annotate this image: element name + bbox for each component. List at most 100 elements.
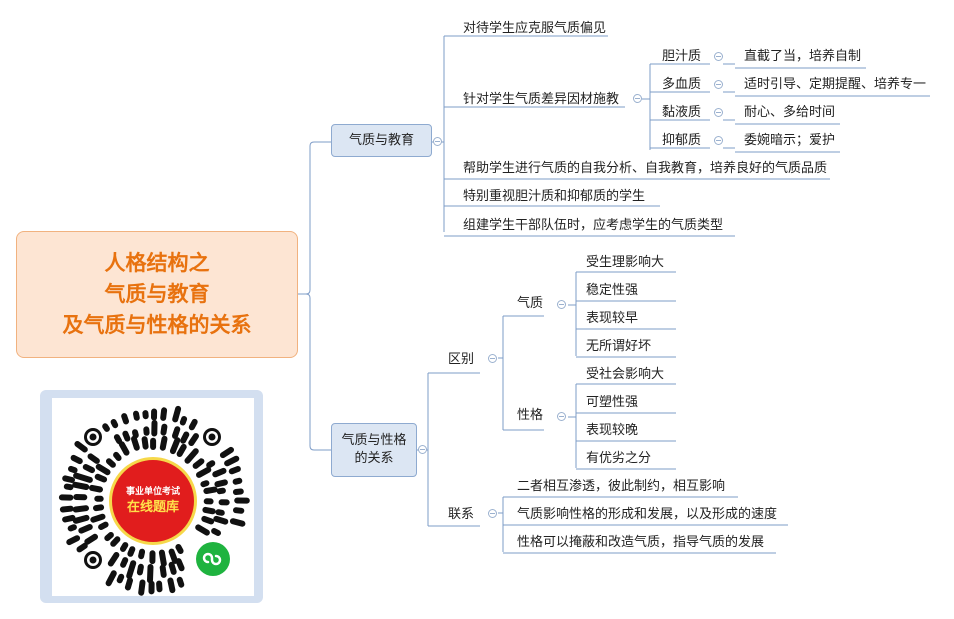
qr-code-dash	[167, 577, 176, 594]
qr-code-dash	[232, 488, 244, 495]
qr-code-dash	[59, 505, 74, 513]
qr-code-dash	[121, 413, 129, 425]
qr-code-dash	[62, 514, 76, 523]
qr-code-dash	[107, 552, 120, 567]
qr-code-dash	[160, 407, 168, 421]
qr-code-dash	[76, 542, 88, 553]
node-type-sanguine[interactable]: 多血质	[662, 77, 702, 92]
node-method-sanguine[interactable]: 适时引导、定期提醒、培养专一	[744, 77, 927, 92]
qr-code-dash	[233, 507, 245, 514]
node-student-cadre[interactable]: 组建学生干部队伍时，应考虑学生的气质类型	[463, 218, 724, 233]
qr-code-dash	[102, 423, 110, 432]
qr-code-dash	[228, 466, 241, 475]
qr-code-dash	[184, 448, 199, 464]
wechat-miniprogram-icon	[196, 542, 230, 576]
collapse-toggle-icon[interactable]	[714, 52, 723, 61]
qr-code-dash	[62, 475, 75, 483]
qr-center-badge: 事业单位考试 在线题库	[109, 457, 197, 545]
collapse-toggle-icon[interactable]	[488, 509, 497, 518]
qr-code-dash	[90, 513, 106, 523]
qr-code-dash	[104, 532, 114, 542]
qr-code-dash	[179, 416, 188, 426]
qr-code-dash	[126, 560, 137, 579]
collapse-toggle-icon[interactable]	[633, 94, 642, 103]
qr-code-dash	[188, 433, 199, 446]
collapse-toggle-icon[interactable]	[488, 354, 497, 363]
node-connection-point-1[interactable]: 二者相互渗透，彼此制约，相互影响	[517, 479, 726, 494]
qr-code-dash	[66, 535, 81, 546]
root-topic[interactable]: 人格结构之 气质与教育 及气质与性格的关系	[16, 231, 298, 358]
node-connection-point-3[interactable]: 性格可以掩蔽和改造气质，指导气质的发展	[517, 535, 765, 550]
branch-temperament-character[interactable]: 气质与性格的关系	[331, 423, 417, 477]
qr-code-dash	[215, 509, 225, 516]
node-method-melancholic[interactable]: 委婉暗示；爱护	[744, 133, 836, 148]
qr-code-dash	[175, 558, 185, 572]
qr-code-dash	[110, 419, 119, 429]
qr-code-dash	[147, 564, 154, 584]
node-type-choleric[interactable]: 胆汁质	[662, 49, 702, 64]
node-special-attention[interactable]: 特别重视胆汁质和抑郁质的学生	[463, 189, 646, 204]
qr-code-dash	[172, 426, 181, 439]
qr-code-dash	[232, 477, 243, 485]
node-type-melancholic[interactable]: 抑郁质	[662, 133, 702, 148]
collapse-toggle-icon[interactable]	[433, 137, 442, 146]
branch-temperament-education[interactable]: 气质与教育	[331, 124, 432, 157]
node-connection[interactable]: 联系	[448, 507, 475, 522]
qr-code-dash	[203, 486, 218, 494]
node-temperament-point-4[interactable]: 无所谓好坏	[586, 339, 652, 354]
collapse-toggle-icon[interactable]	[714, 136, 723, 145]
qr-code-dash	[136, 563, 144, 576]
qr-code-dash	[118, 441, 130, 456]
qr-code-dash	[120, 542, 129, 552]
collapse-toggle-icon[interactable]	[418, 445, 427, 454]
branch-temperament-education-label: 气质与教育	[348, 132, 414, 148]
qr-code-dash	[131, 435, 140, 451]
node-temperament[interactable]: 气质	[517, 296, 544, 311]
collapse-toggle-icon[interactable]	[714, 108, 723, 117]
qr-code-dash	[168, 561, 177, 575]
qr-code-dash	[74, 441, 88, 453]
qr-code-dash	[216, 487, 226, 495]
node-connection-point-2[interactable]: 气质影响性格的形成和发展，以及形成的速度	[517, 507, 778, 522]
qr-badge-line-1: 事业单位考试	[125, 487, 180, 497]
qr-code-dash	[110, 536, 121, 547]
qr-code-dash	[98, 521, 109, 530]
qr-code-dash	[67, 524, 77, 532]
collapse-toggle-icon[interactable]	[714, 80, 723, 89]
node-temperament-point-1[interactable]: 受生理影响大	[586, 255, 665, 270]
qr-code-dash	[141, 436, 149, 450]
node-character-point-3[interactable]: 表现较晚	[586, 423, 639, 438]
node-character-point-2[interactable]: 可塑性强	[586, 395, 639, 410]
node-temperament-point-2[interactable]: 稳定性强	[586, 283, 639, 298]
qr-code-dash	[229, 518, 246, 527]
node-character-point-4[interactable]: 有优劣之分	[586, 451, 652, 466]
collapse-toggle-icon[interactable]	[557, 300, 566, 309]
qr-code-dash	[168, 548, 178, 564]
qr-code-dash	[192, 458, 205, 469]
node-overcome-bias[interactable]: 对待学生应克服气质偏见	[463, 21, 607, 36]
qr-code-dash	[70, 454, 83, 465]
root-title-line-1: 人格结构之	[104, 251, 210, 275]
qr-code-dash	[219, 446, 234, 459]
qr-code-dash	[224, 455, 240, 467]
node-character[interactable]: 性格	[517, 408, 544, 423]
node-type-phlegmatic[interactable]: 黏液质	[662, 105, 702, 120]
collapse-toggle-icon[interactable]	[557, 412, 566, 421]
qr-code-dash	[120, 557, 129, 568]
node-method-phlegmatic[interactable]: 耐心、多给时间	[744, 105, 836, 120]
node-character-point-1[interactable]: 受社会影响大	[586, 367, 665, 382]
node-method-choleric[interactable]: 直截了当，培养自制	[744, 49, 862, 64]
node-difference[interactable]: 区别	[448, 352, 475, 367]
qr-code-dash	[72, 505, 89, 513]
branch-temperament-character-label: 气质与性格的关系	[341, 433, 407, 466]
qr-code-dash	[106, 458, 116, 468]
qr-code-dash	[124, 577, 133, 591]
node-differentiated-teaching[interactable]: 针对学生气质差异因材施教	[463, 92, 620, 107]
qr-code-dash	[176, 443, 187, 457]
root-title-line-3: 及气质与性格的关系	[62, 313, 252, 337]
node-temperament-point-3[interactable]: 表现较早	[586, 311, 639, 326]
qr-code-dash	[196, 466, 212, 478]
qr-code-dash	[214, 479, 228, 488]
qr-code-dash	[200, 480, 210, 488]
node-self-analysis[interactable]: 帮助学生进行气质的自我分析、自我教育，培养良好的气质品质	[463, 161, 828, 176]
